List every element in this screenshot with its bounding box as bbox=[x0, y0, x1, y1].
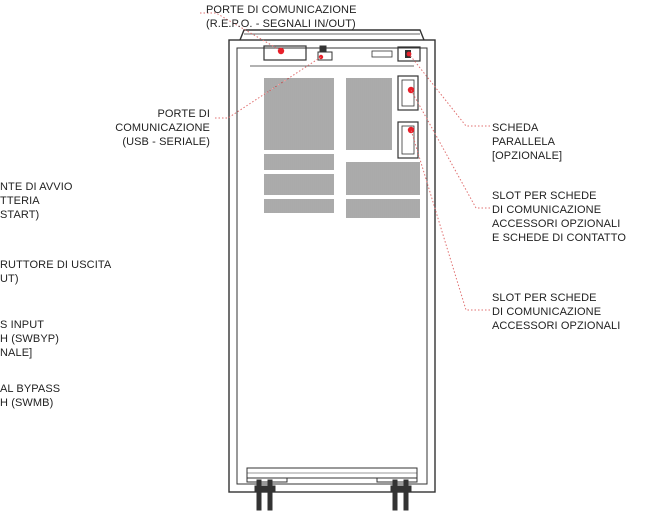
grille-right-upper bbox=[346, 78, 392, 150]
ventilation-grilles bbox=[264, 78, 420, 218]
label-parallel-card: SCHEDA PARALLELA [OPZIONALE] bbox=[492, 122, 563, 162]
slot-a-marker bbox=[407, 86, 415, 94]
grille-left-bottom bbox=[264, 199, 334, 213]
cabinet-outer bbox=[228, 39, 436, 493]
ups-cabinet bbox=[228, 29, 436, 493]
usb-serial-ports bbox=[317, 45, 333, 61]
leader-parallel bbox=[408, 53, 490, 127]
repo-port-block bbox=[263, 45, 307, 61]
grille-left-upper bbox=[264, 78, 334, 150]
accessory-slot-b bbox=[397, 121, 419, 159]
grille-left-mid bbox=[264, 154, 334, 170]
label-output-switch: RUTTORE DI USCITA UT) bbox=[0, 259, 112, 285]
grille-right-bottom bbox=[346, 199, 420, 218]
grille-left-lower bbox=[264, 174, 334, 195]
label-slot-accessories: SLOT PER SCHEDE DI COMUNICAZIONE ACCESSO… bbox=[492, 292, 621, 332]
cabinet-top-cap bbox=[239, 29, 425, 41]
label-slot-contact: SLOT PER SCHEDE DI COMUNICAZIONE ACCESSO… bbox=[492, 190, 627, 244]
label-comm-ports-usb: PORTE DI COMUNICAZIONE (USB - SERIALE) bbox=[115, 108, 210, 148]
casters bbox=[246, 477, 418, 511]
usb-port-marker bbox=[318, 54, 324, 60]
label-comm-ports-repo: PORTE DI COMUNICAZIONE (R.E.P.O. - SEGNA… bbox=[206, 4, 357, 30]
leader-slot-accessories bbox=[410, 129, 490, 311]
repo-port-marker bbox=[277, 47, 285, 55]
label-battery-start: NTE DI AVVIO TTERIA START) bbox=[0, 181, 73, 221]
accessory-slot-a bbox=[397, 75, 419, 111]
leader-slot-contact bbox=[410, 89, 490, 209]
slot-b-marker bbox=[407, 126, 415, 134]
leader-usb bbox=[215, 56, 322, 119]
cabinet-inner bbox=[236, 47, 428, 485]
label-manual-bypass: AL BYPASS H (SWMB) bbox=[0, 383, 61, 409]
grille-right-lower bbox=[346, 162, 420, 195]
label-bypass-input: S INPUT H (SWBYP) NALE] bbox=[0, 319, 59, 359]
leader-lines bbox=[200, 12, 490, 311]
